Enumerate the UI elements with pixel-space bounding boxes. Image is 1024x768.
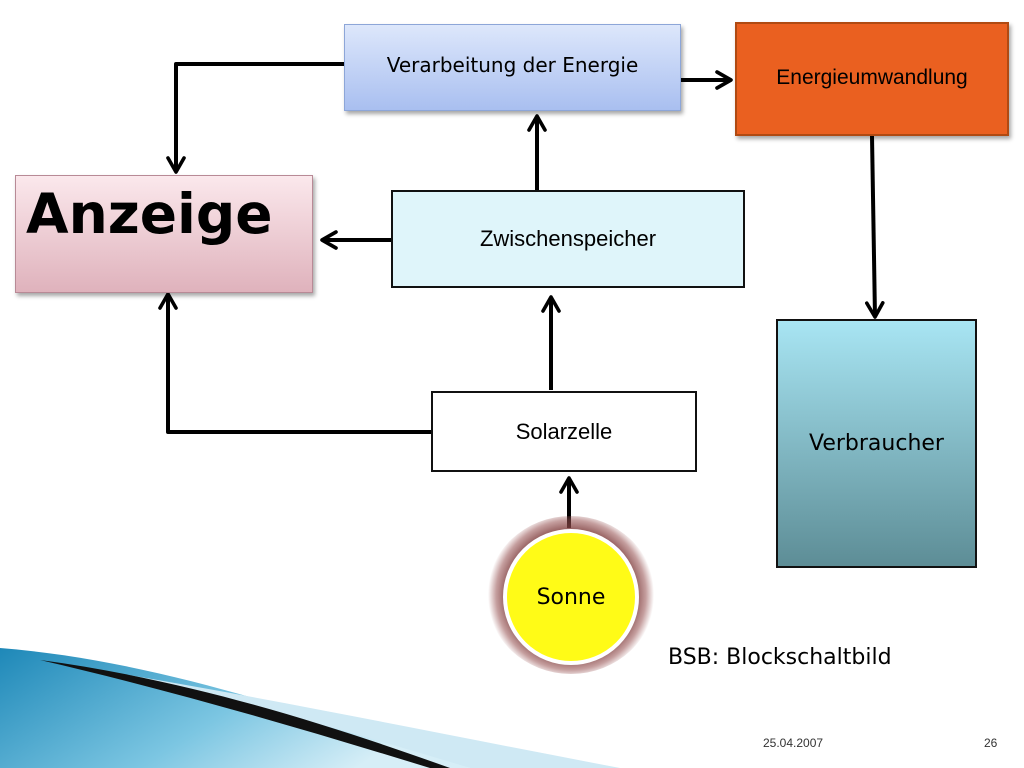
node-sonne: Sonne xyxy=(503,529,639,665)
node-label: Energieumwandlung xyxy=(776,66,968,89)
diagram-caption: BSB: Blockschaltbild xyxy=(668,645,892,670)
node-label: Zwischenspeicher xyxy=(479,226,657,251)
node-label: Solarzelle xyxy=(515,418,613,444)
footer-page-number: 26 xyxy=(984,736,998,750)
node-zwischenspeicher: Zwischenspeicher xyxy=(391,190,745,288)
node-verbraucher: Verbraucher xyxy=(776,319,977,568)
node-energieumwandlung: Energieumwandlung xyxy=(735,22,1009,136)
arrow-energieumwandlung-to-verbraucher xyxy=(864,135,885,319)
node-anzeige: Anzeige xyxy=(15,175,313,293)
node-label: Sonne xyxy=(536,584,606,610)
footer-date: 25.04.2007 xyxy=(763,736,824,750)
swoosh-light-band xyxy=(60,664,620,768)
node-label: Verarbeitung der Energie xyxy=(386,53,639,77)
node-label: Anzeige xyxy=(26,182,273,246)
arrow-solarzelle-to-anzeige xyxy=(158,292,431,434)
node-label: Verbraucher xyxy=(809,431,944,456)
arrow-verarbeitung-to-anzeige xyxy=(166,62,344,174)
node-solarzelle: Solarzelle xyxy=(431,391,697,472)
node-verarbeitung-der-energie: Verarbeitung der Energie xyxy=(344,24,681,111)
swoosh-black-band xyxy=(40,660,450,768)
